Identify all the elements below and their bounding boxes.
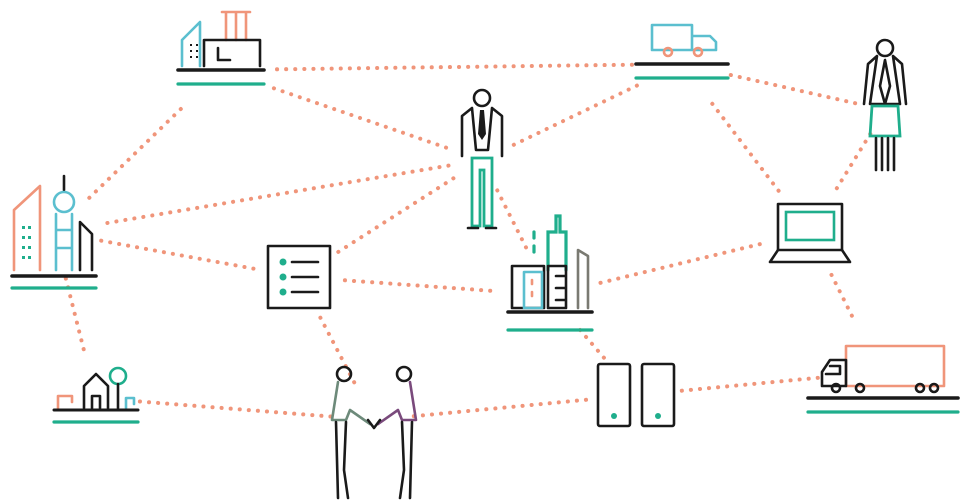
connector-delivery-van-laptop (710, 101, 783, 196)
connector-delivery-van-businessman (510, 83, 639, 148)
connector-businessman-checklist (335, 176, 456, 255)
laptop-icon (768, 202, 852, 264)
connector-businesswoman-laptop (833, 131, 873, 194)
connector-factory-delivery-van (275, 62, 634, 72)
connector-checklist-handshake (318, 315, 358, 387)
businessman-icon (460, 88, 504, 230)
house-icon (52, 366, 140, 424)
connector-city-tower-house (63, 276, 88, 358)
truck-icon (806, 344, 960, 414)
factory-icon (176, 10, 266, 86)
servers-icon (596, 362, 676, 428)
connector-businessman-office-buildings (495, 188, 529, 251)
connector-servers-truck (679, 375, 825, 393)
businesswoman-icon (862, 38, 908, 172)
connector-factory-businessman (271, 86, 452, 151)
handshake-icon (330, 365, 418, 500)
connector-checklist-office-buildings (342, 278, 501, 294)
connector-delivery-van-businesswoman (728, 73, 860, 106)
connector-office-buildings-laptop (598, 241, 766, 285)
checklist-icon (266, 244, 332, 310)
office-buildings-icon (506, 214, 594, 332)
connector-businessman-city-tower (99, 163, 451, 226)
connector-office-buildings-servers (578, 328, 608, 363)
connector-lines (63, 62, 873, 419)
van-icon (634, 23, 730, 80)
connector-city-tower-checklist (99, 238, 256, 271)
connector-handshake-servers (411, 397, 593, 419)
connector-laptop-truck (829, 272, 858, 325)
city-tower-icon (10, 174, 98, 290)
connector-house-handshake (137, 399, 337, 419)
connector-factory-city-tower (86, 107, 183, 201)
